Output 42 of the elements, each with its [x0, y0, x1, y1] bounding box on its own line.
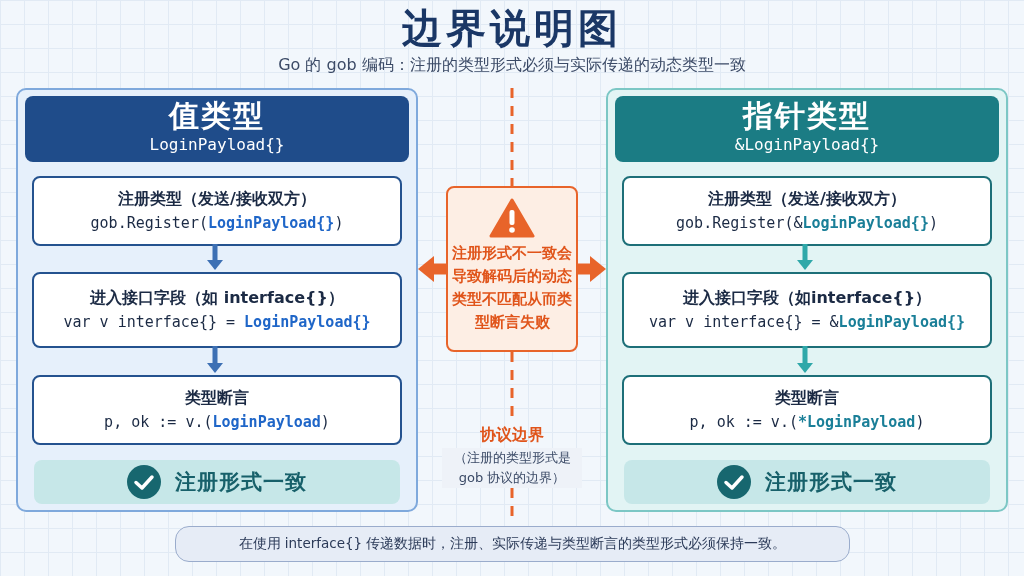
type-label: &LoginPayload{}: [733, 134, 881, 156]
type-label: LoginPayload{}: [148, 134, 286, 156]
step-box: [622, 375, 992, 445]
panel-title: 值类型: [167, 98, 266, 134]
arrow: [418, 256, 446, 282]
step-box: [622, 272, 992, 348]
status-text: 注册形式一致: [175, 469, 307, 496]
code-line: gob.Register(LoginPayload{}): [89, 213, 345, 234]
boundary-note: （注册的类型形式是 gob 协议的边界）: [442, 448, 582, 488]
step-title: 注册类型（发送/接收双方）: [117, 188, 317, 210]
arrow: [578, 256, 606, 282]
panel: [16, 88, 418, 512]
title: 边界说明图: [401, 4, 623, 53]
status-banner: [624, 460, 990, 504]
subtitle: Go 的 gob 编码：注册的类型形式必须与实际传递的动态类型一致: [277, 54, 747, 76]
arrow: [797, 244, 813, 270]
status-banner: [34, 460, 400, 504]
status-text: 注册形式一致: [765, 469, 897, 496]
step-box: [32, 272, 402, 348]
arrow: [797, 346, 813, 373]
panel-title: 指针类型: [741, 98, 872, 134]
code-line: p, ok := v.(LoginPayload): [103, 412, 331, 433]
step-title: 注册类型（发送/接收双方）: [707, 188, 907, 210]
boundary-label: 协议边界: [479, 424, 545, 446]
step-title: 类型断言: [774, 387, 840, 409]
code-line: var v interface{} = LoginPayload{}: [62, 312, 372, 333]
code-line: var v interface{} = &LoginPayload{}: [647, 312, 967, 333]
note-box: [175, 526, 850, 562]
arrow: [207, 346, 223, 373]
warning-text: 注册形式不一致会导致解码后的动态类型不匹配从而类型断言失败: [451, 244, 573, 332]
step-title: 进入接口字段（如interface{}）: [681, 287, 933, 309]
step-title: 进入接口字段（如 interface{}）: [89, 287, 345, 309]
arrow: [207, 244, 223, 270]
step-title: 类型断言: [184, 387, 250, 409]
step-box: [32, 176, 402, 246]
step-box: [32, 375, 402, 445]
code-line: p, ok := v.(*LoginPayload): [688, 412, 926, 433]
warning-box: [446, 186, 578, 352]
code-line: gob.Register(&LoginPayload{}): [675, 213, 939, 234]
note-text: 在使用 interface{} 传递数据时，注册、实际传递与类型断言的类型形式必须保持一致。: [238, 535, 787, 553]
panel: [606, 88, 1008, 512]
step-box: [622, 176, 992, 246]
